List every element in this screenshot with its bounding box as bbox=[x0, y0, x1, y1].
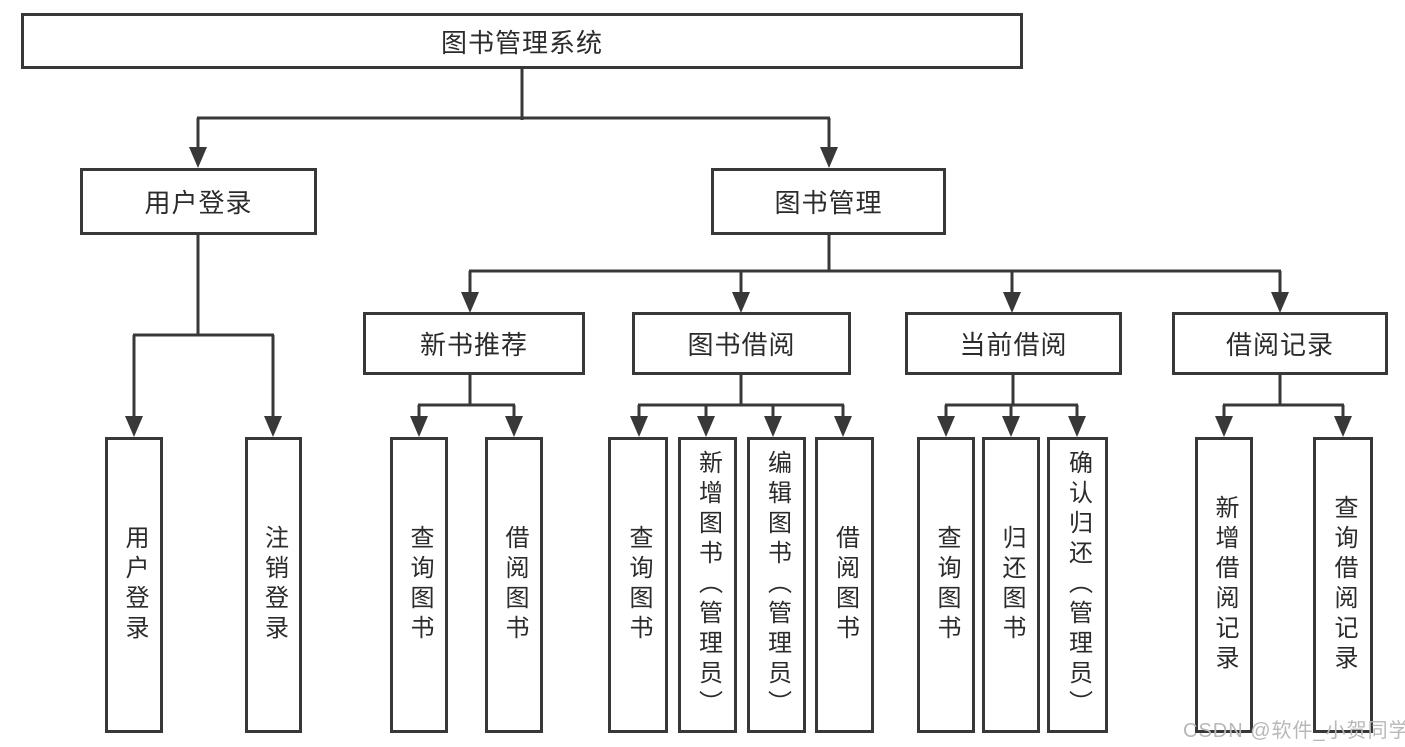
node-book-management: 图书管理 bbox=[711, 168, 946, 235]
node-user-login: 用户登录 bbox=[80, 168, 317, 235]
leaf-query-books-recommend: 查询图书 bbox=[390, 437, 448, 733]
node-borrowing-records: 借阅记录 bbox=[1172, 312, 1388, 375]
leaf-return-books: 归还图书 bbox=[982, 437, 1040, 733]
node-book-borrowing: 图书借阅 bbox=[632, 312, 851, 375]
watermark: CSDN @软件_小贺同学 bbox=[1183, 720, 1405, 742]
leaf-query-books-borrowing: 查询图书 bbox=[608, 437, 668, 733]
leaf-logout: 注销登录 bbox=[245, 437, 302, 733]
leaf-query-books-current: 查询图书 bbox=[917, 437, 975, 733]
leaf-user-login: 用户登录 bbox=[105, 437, 163, 733]
node-new-book-recommend: 新书推荐 bbox=[363, 312, 585, 375]
leaf-add-borrow-record: 新增借阅记录 bbox=[1195, 437, 1253, 733]
node-library-management-system: 图书管理系统 bbox=[21, 13, 1023, 69]
leaf-confirm-return-admin: 确认归还（管理员） bbox=[1047, 437, 1108, 733]
leaf-query-borrow-record: 查询借阅记录 bbox=[1313, 437, 1373, 733]
leaf-borrow-books-borrowing: 借阅图书 bbox=[815, 437, 874, 733]
leaf-edit-book-admin: 编辑图书（管理员） bbox=[747, 437, 806, 733]
node-current-borrowing: 当前借阅 bbox=[905, 312, 1122, 375]
leaf-borrow-books-recommend: 借阅图书 bbox=[485, 437, 543, 733]
leaf-add-book-admin: 新增图书（管理员） bbox=[678, 437, 737, 733]
